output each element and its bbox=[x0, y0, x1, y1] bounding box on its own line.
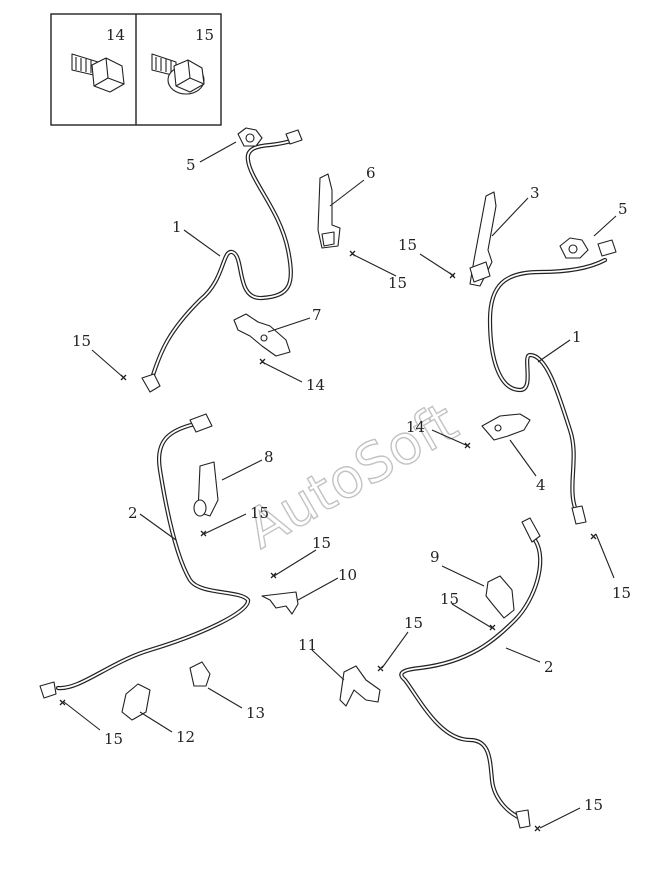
bracket-7 bbox=[233, 313, 291, 357]
flange-bolt-15-icon bbox=[151, 53, 205, 95]
callout-2: 2 bbox=[544, 658, 554, 676]
callout-15: 15 bbox=[612, 584, 631, 602]
fastener-inset: 14 15 bbox=[50, 13, 222, 126]
grommet-5-left bbox=[237, 127, 263, 147]
connector-2-right-top bbox=[521, 517, 541, 543]
callout-5: 5 bbox=[618, 200, 628, 218]
connector-2-left-end bbox=[39, 681, 57, 699]
sensor-9 bbox=[485, 575, 515, 619]
callout-12: 12 bbox=[176, 728, 195, 746]
connector-2-right-end bbox=[515, 809, 531, 829]
inset-label-15: 15 bbox=[195, 26, 214, 44]
connector-12 bbox=[121, 683, 151, 721]
leader-lines bbox=[63, 141, 617, 829]
callout-15: 15 bbox=[250, 504, 269, 522]
callout-11: 11 bbox=[298, 636, 317, 654]
callout-15: 15 bbox=[584, 796, 603, 814]
callout-7: 7 bbox=[312, 306, 322, 324]
watermark-text: AutoSoft bbox=[235, 390, 467, 561]
connector-1-left-top bbox=[285, 129, 303, 145]
callout-1: 1 bbox=[572, 328, 582, 346]
bracket-6 bbox=[317, 173, 341, 249]
callout-14: 14 bbox=[306, 376, 325, 394]
callout-15: 15 bbox=[388, 274, 407, 292]
callout-2: 2 bbox=[128, 504, 138, 522]
connector-1-right-top bbox=[597, 239, 617, 257]
grommet-5-right bbox=[559, 237, 589, 259]
bracket-10 bbox=[261, 591, 299, 615]
callout-labels: 5 1 15 6 15 15 3 5 15 7 14 1 14 4 8 2 15… bbox=[72, 156, 631, 814]
clip-13 bbox=[189, 661, 211, 687]
cable-1-left bbox=[147, 137, 298, 388]
callout-8: 8 bbox=[264, 448, 274, 466]
callout-1: 1 bbox=[172, 218, 182, 236]
callout-15: 15 bbox=[404, 614, 423, 632]
bolt-14-icon bbox=[71, 53, 125, 93]
bracket-4 bbox=[481, 413, 531, 441]
clip-8 bbox=[193, 461, 219, 517]
callout-13: 13 bbox=[246, 704, 265, 722]
callout-15: 15 bbox=[72, 332, 91, 350]
cable-2-right bbox=[399, 537, 543, 823]
cable-2-left bbox=[55, 421, 251, 691]
callout-3: 3 bbox=[530, 184, 540, 202]
callout-10: 10 bbox=[338, 566, 357, 584]
callout-6: 6 bbox=[366, 164, 376, 182]
callout-15: 15 bbox=[440, 590, 459, 608]
callout-5: 5 bbox=[186, 156, 196, 174]
callout-9: 9 bbox=[430, 548, 440, 566]
bracket-3 bbox=[469, 191, 497, 287]
cable-1-right bbox=[487, 257, 608, 518]
connector-2-left-top bbox=[189, 413, 213, 433]
bolt-marks bbox=[59, 250, 597, 832]
bracket-11 bbox=[339, 665, 381, 707]
callout-15: 15 bbox=[398, 236, 417, 254]
callout-14: 14 bbox=[406, 418, 425, 436]
connector-1-right-end bbox=[571, 505, 587, 525]
callout-15: 15 bbox=[104, 730, 123, 748]
callout-15: 15 bbox=[312, 534, 331, 552]
inset-label-14: 14 bbox=[106, 26, 125, 44]
callout-4: 4 bbox=[536, 476, 546, 494]
connector-1-left-end bbox=[141, 373, 161, 393]
